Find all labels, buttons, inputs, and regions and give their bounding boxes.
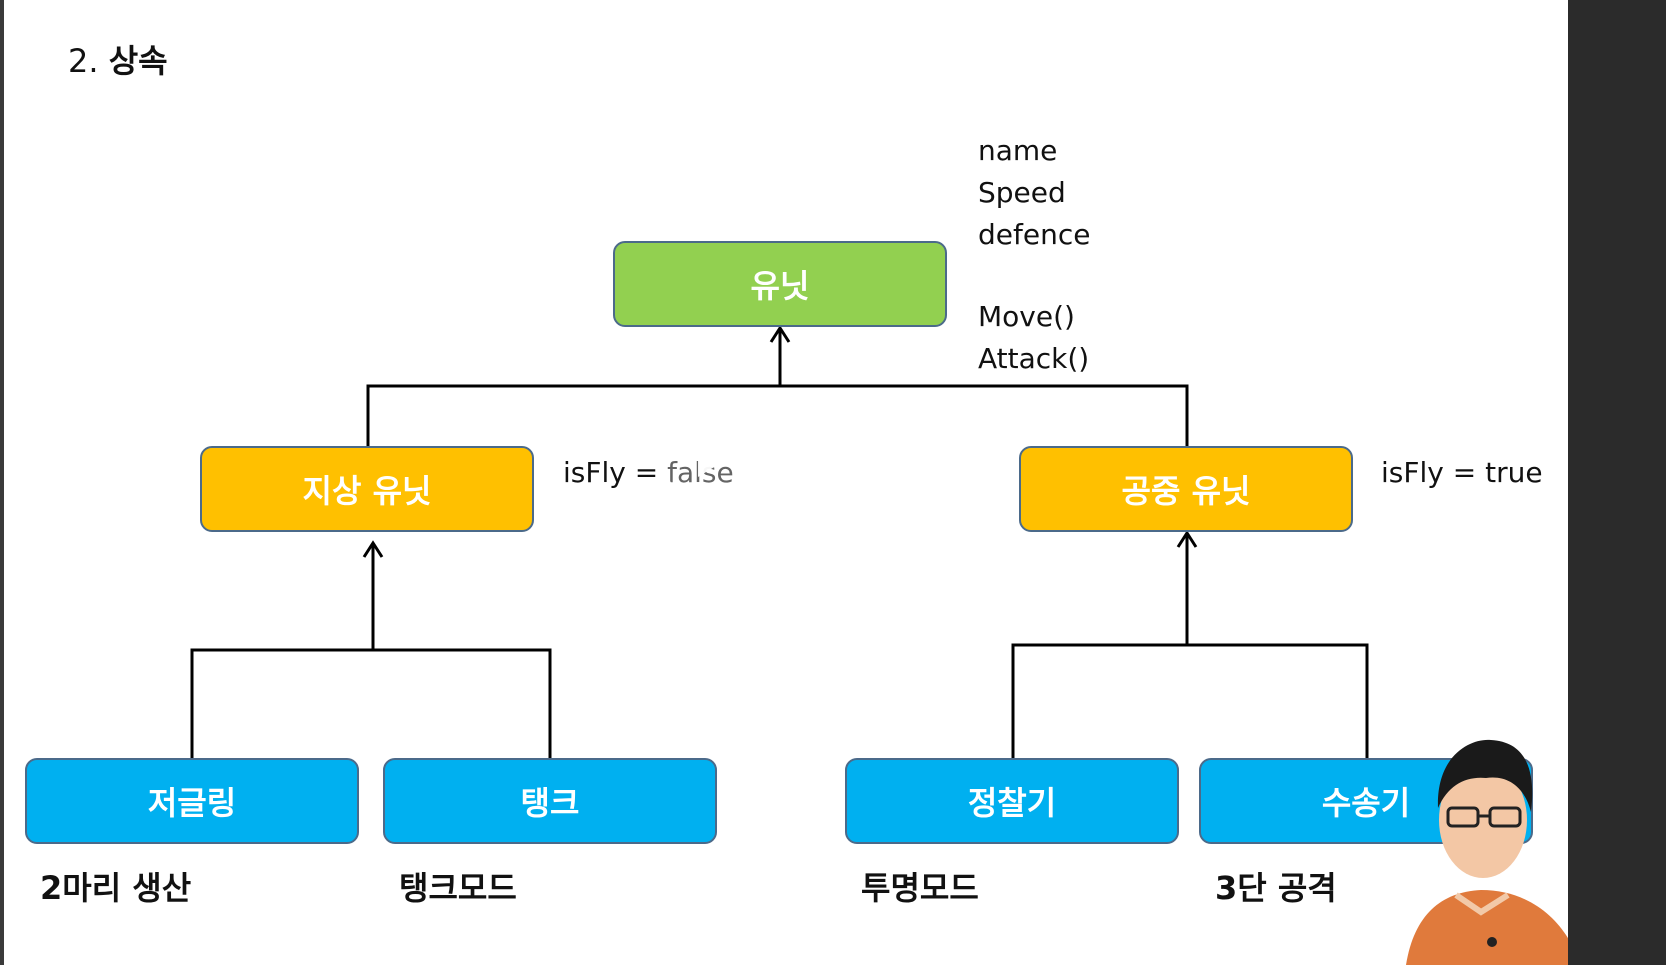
- member-gap: [978, 256, 1090, 296]
- ground-arrow-head: [362, 540, 384, 558]
- field-defence: defence: [978, 218, 1091, 251]
- right-frame-edge: [1568, 0, 1666, 965]
- caption-scout: 투명모드: [861, 869, 979, 907]
- caption-tank: 탱크모드: [399, 869, 517, 907]
- node-unit: 유닛: [613, 241, 947, 327]
- node-tank: 탱크: [383, 758, 717, 844]
- connector-lines: [190, 325, 1369, 760]
- method-attack: Attack(): [978, 342, 1090, 375]
- play-button[interactable]: [661, 415, 753, 507]
- slide: 2. 상속 유닛 지상 유닛 공중 유닛 저글링 탱크: [4, 0, 1568, 965]
- left-frame-edge: [0, 0, 4, 965]
- node-tank-label: 탱크: [520, 784, 580, 822]
- air-is-fly-note: isFly = true: [1381, 456, 1543, 489]
- node-scout: 정찰기: [845, 758, 1179, 844]
- node-zergling: 저글링: [25, 758, 359, 844]
- field-speed: Speed: [978, 176, 1066, 209]
- air-branch-line: [1011, 643, 1369, 760]
- node-unit-label: 유닛: [750, 267, 810, 305]
- node-zergling-label: 저글링: [147, 784, 237, 822]
- node-ground-unit-label: 지상 유닛: [302, 472, 432, 510]
- title-text: 상속: [108, 42, 168, 80]
- root-branch-line: [366, 384, 1189, 447]
- play-icon: [698, 445, 724, 477]
- air-arrow-head: [1176, 530, 1198, 548]
- field-name: name: [978, 134, 1058, 167]
- node-air-unit: 공중 유닛: [1019, 446, 1353, 532]
- node-transport-label: 수송기: [1321, 784, 1411, 822]
- caption-zergling: 2마리 생산: [40, 869, 192, 907]
- title-number: 2.: [68, 42, 99, 80]
- method-move: Move(): [978, 300, 1075, 333]
- ground-branch-line: [190, 648, 552, 760]
- presenter-figure: [1406, 739, 1568, 965]
- node-scout-label: 정찰기: [967, 784, 1057, 822]
- unit-members: name Speed defence Move() Attack(): [978, 130, 1090, 380]
- caption-transport: 3단 공격: [1215, 869, 1337, 907]
- slide-title: 2. 상속: [68, 36, 168, 82]
- root-arrow-head: [769, 325, 791, 343]
- presenter-video: [1386, 730, 1568, 965]
- node-air-unit-label: 공중 유닛: [1121, 472, 1251, 510]
- node-ground-unit: 지상 유닛: [200, 446, 534, 532]
